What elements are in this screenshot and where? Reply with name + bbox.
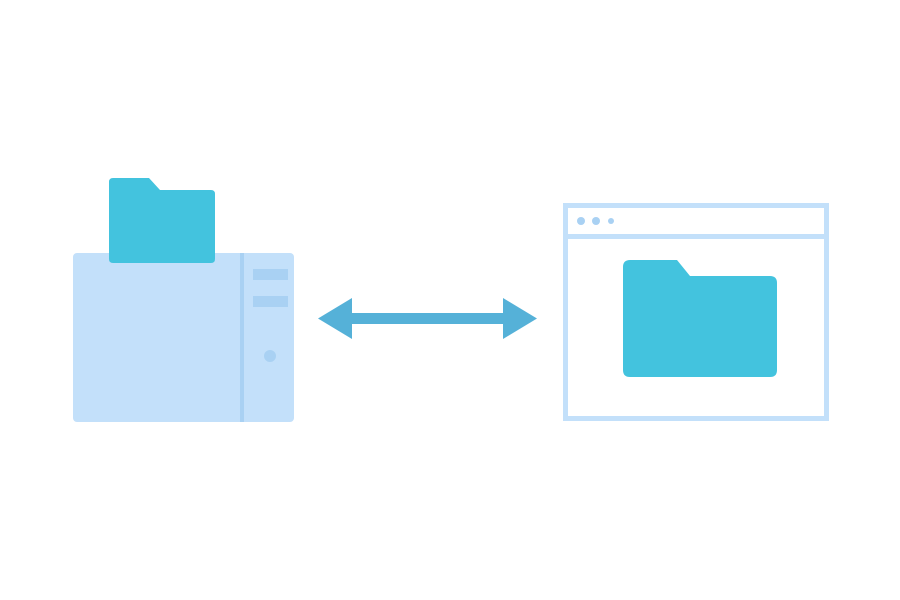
server-power-button	[264, 350, 276, 362]
arrow-head-left	[318, 298, 352, 339]
folder-shape	[623, 260, 777, 377]
arrow-shaft	[348, 313, 508, 324]
server-slot-bottom	[253, 296, 288, 307]
folder-shape	[109, 178, 215, 263]
bidirectional-arrow-icon	[318, 298, 537, 339]
server-divider	[240, 253, 244, 422]
browser-window-icon	[563, 203, 829, 421]
server-icon	[73, 253, 294, 422]
server-slot-top	[253, 269, 288, 280]
window-dot-1	[577, 217, 585, 225]
window-frame	[563, 203, 829, 421]
local-folder-icon	[109, 178, 215, 263]
window-dot-2	[592, 217, 600, 225]
arrow-head-right	[503, 298, 537, 339]
cloud-folder-icon	[623, 260, 777, 377]
window-dot-3	[608, 218, 614, 224]
server-body	[73, 253, 294, 422]
